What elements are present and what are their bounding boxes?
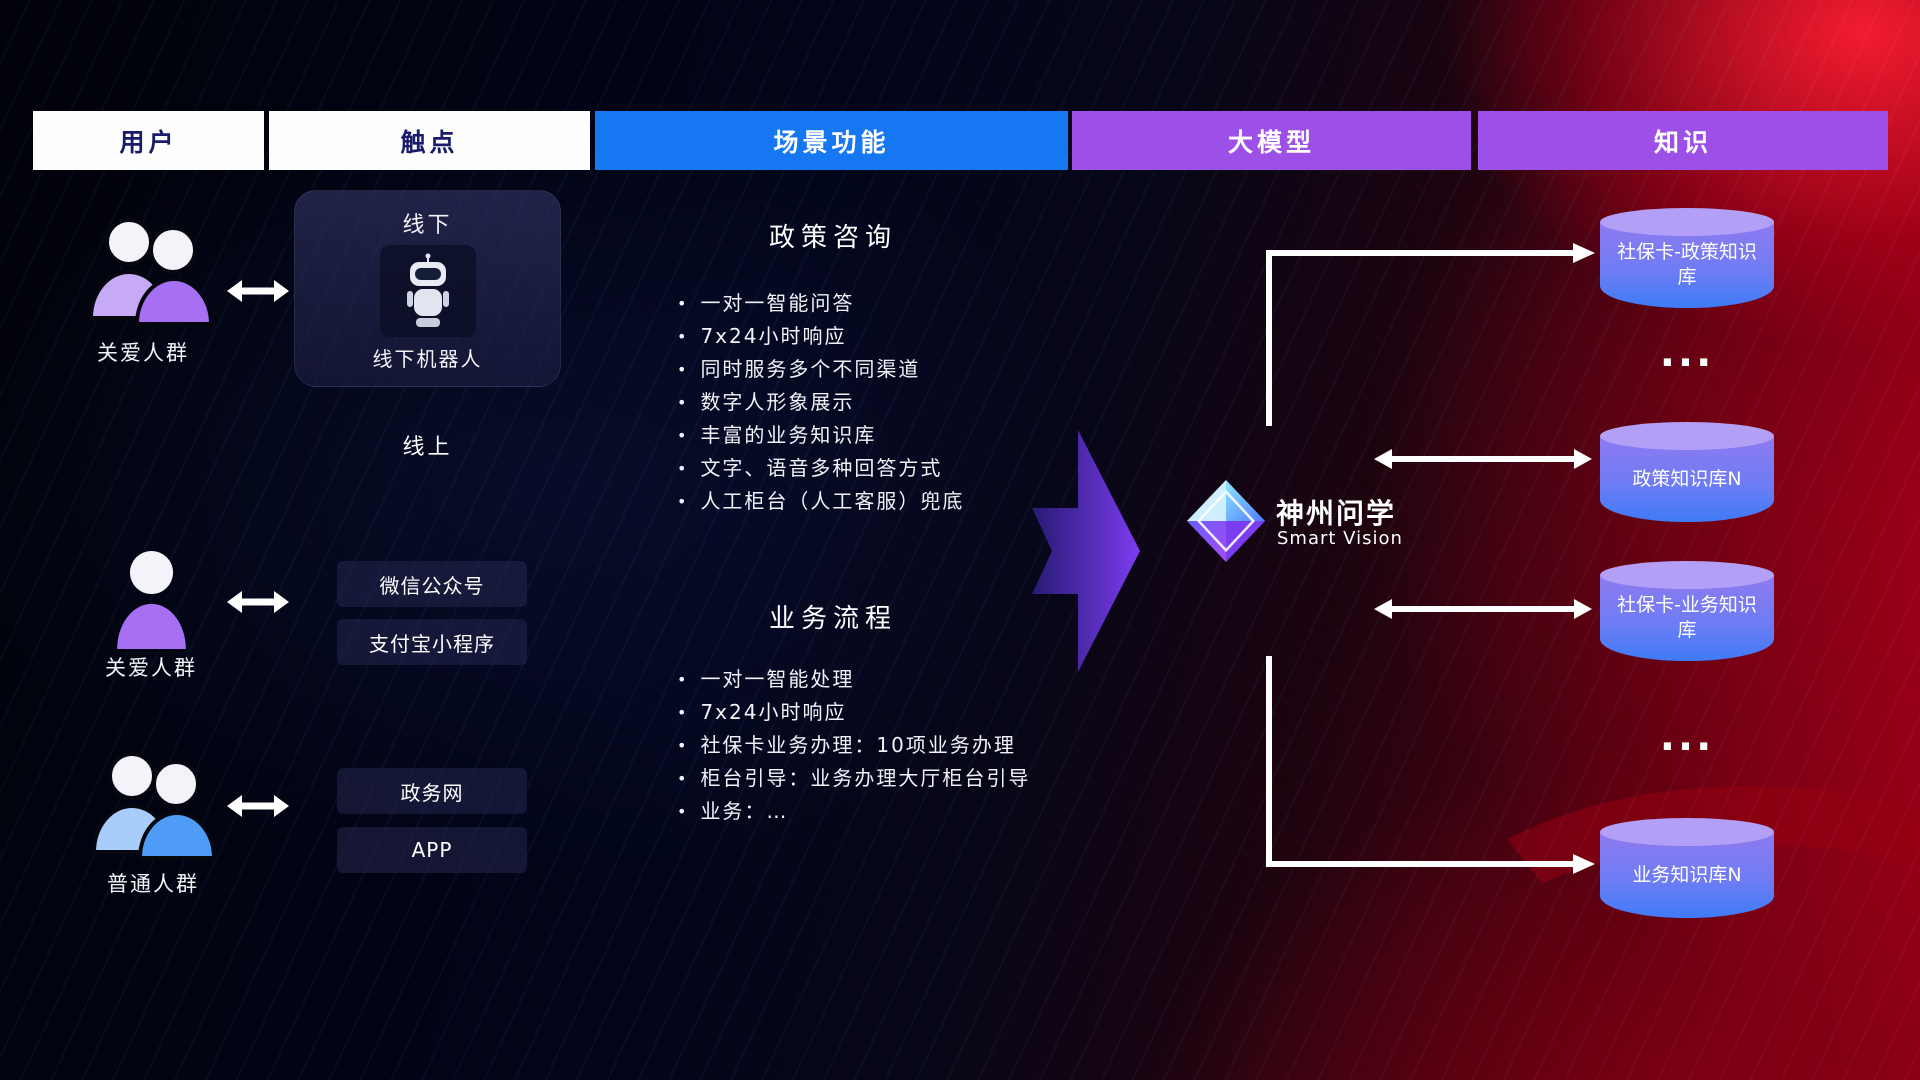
bullet-text: 7x24小时响应: [700, 324, 847, 348]
bullet-text: 丰富的业务知识库: [700, 423, 877, 447]
brand-subtitle: Smart Vision: [1277, 528, 1403, 549]
user-label: 关爱人群: [97, 341, 189, 365]
scene-bullet: 文字、语音多种回答方式: [677, 458, 964, 479]
scene-bullet: 7x24小时响应: [677, 326, 964, 347]
bullet-text: 人工柜台（人工客服）兜底: [700, 489, 965, 513]
scene-bullet: 社保卡业务办理：10项业务办理: [677, 735, 1030, 756]
offline-touchpoint-card: 线下 线下机器人: [294, 190, 561, 387]
bullet-text: 文字、语音多种回答方式: [700, 456, 943, 480]
scene-bullet: 数字人形象展示: [677, 392, 964, 413]
online-label: 线上: [402, 435, 453, 460]
scene-bullet: 一对一智能处理: [677, 669, 1030, 690]
big-flow-arrow-icon: [1032, 430, 1140, 672]
scene-bullet: 一对一智能问答: [677, 293, 964, 314]
user-label: 普通人群: [107, 872, 199, 896]
scene-title-business: 业务流程: [768, 604, 897, 634]
scene-policy-list: 一对一智能问答 7x24小时响应 同时服务多个不同渠道 数字人形象展示 丰富的业…: [677, 293, 964, 512]
double-arrow-icon: [227, 591, 289, 613]
users-group-blue-icon: [91, 752, 217, 860]
user-label: 关爱人群: [105, 656, 197, 680]
robot-frame: [379, 245, 476, 337]
knowledge-db-business-n: 业务知识库N: [1600, 818, 1774, 918]
user-single-purple-icon: [117, 550, 186, 650]
cylinder-body: [1600, 832, 1774, 918]
connector-arrow-mid-1: [1374, 449, 1592, 469]
bullet-text: 7x24小时响应: [700, 700, 847, 724]
bullet-text: 一对一智能处理: [700, 667, 855, 691]
bullet-text: 社保卡业务办理：10项业务办理: [700, 733, 1016, 757]
header-scene-functions: 场景功能: [595, 111, 1068, 170]
bullet-text: 柜台引导：业务办理大厅柜台引导: [700, 766, 1031, 790]
offline-title: 线下: [402, 213, 453, 238]
scene-bullet: 同时服务多个不同渠道: [677, 359, 964, 380]
cylinder-body: [1600, 436, 1774, 522]
knowledge-db-label: 业务知识库N: [1632, 863, 1742, 886]
scene-bullet: 丰富的业务知识库: [677, 425, 964, 446]
scene-bullet: 业务：…: [677, 801, 1030, 822]
scene-bullet: 人工柜台（人工客服）兜底: [677, 491, 964, 512]
knowledge-db-policy-ssc: 社保卡-政策知识库: [1600, 208, 1774, 308]
connector-arrow-top: [1266, 243, 1595, 426]
knowledge-ellipsis: ...: [1659, 330, 1715, 376]
header-large-model: 大模型: [1072, 111, 1471, 170]
diamond-logo-icon: [1186, 480, 1266, 562]
users-group-purple-icon: [88, 218, 214, 326]
bullet-text: 业务：…: [700, 799, 789, 823]
knowledge-ellipsis: ...: [1659, 714, 1715, 760]
robot-icon: [406, 253, 449, 327]
header-users: 用户: [33, 111, 264, 170]
cylinder-body: [1600, 222, 1774, 308]
cylinder-top-icon: [1600, 422, 1774, 450]
knowledge-db-policy-n: 政策知识库N: [1600, 422, 1774, 522]
brand-name: 神州问学: [1276, 497, 1397, 530]
bullet-text: 同时服务多个不同渠道: [700, 357, 921, 381]
cylinder-top-icon: [1600, 208, 1774, 236]
double-arrow-icon: [227, 280, 289, 302]
channel-alipay: 支付宝小程序: [337, 619, 527, 665]
bullet-text: 数字人形象展示: [700, 390, 855, 414]
knowledge-db-business-ssc: 社保卡-业务知识库: [1600, 561, 1774, 661]
cylinder-body: [1600, 575, 1774, 661]
connector-arrow-bottom: [1266, 656, 1595, 874]
knowledge-db-label: 社保卡-业务知识库: [1617, 594, 1757, 641]
channel-wechat: 微信公众号: [337, 561, 527, 607]
knowledge-db-label: 社保卡-政策知识库: [1617, 241, 1757, 288]
scene-title-policy: 政策咨询: [768, 223, 897, 253]
scene-business-list: 一对一智能处理 7x24小时响应 社保卡业务办理：10项业务办理 柜台引导：业务…: [677, 669, 1030, 822]
offline-caption: 线下机器人: [372, 347, 483, 371]
knowledge-db-label: 政策知识库N: [1632, 467, 1742, 490]
scene-bullet: 柜台引导：业务办理大厅柜台引导: [677, 768, 1030, 789]
channel-gov-web: 政务网: [337, 768, 527, 814]
double-arrow-icon: [227, 795, 289, 817]
header-knowledge: 知识: [1478, 111, 1888, 170]
cylinder-top-icon: [1600, 561, 1774, 589]
header-touchpoints: 触点: [269, 111, 590, 170]
channel-app: APP: [337, 827, 527, 873]
cylinder-top-icon: [1600, 818, 1774, 846]
bullet-text: 一对一智能问答: [700, 291, 855, 315]
connector-arrow-mid-2: [1374, 599, 1592, 619]
scene-bullet: 7x24小时响应: [677, 702, 1030, 723]
